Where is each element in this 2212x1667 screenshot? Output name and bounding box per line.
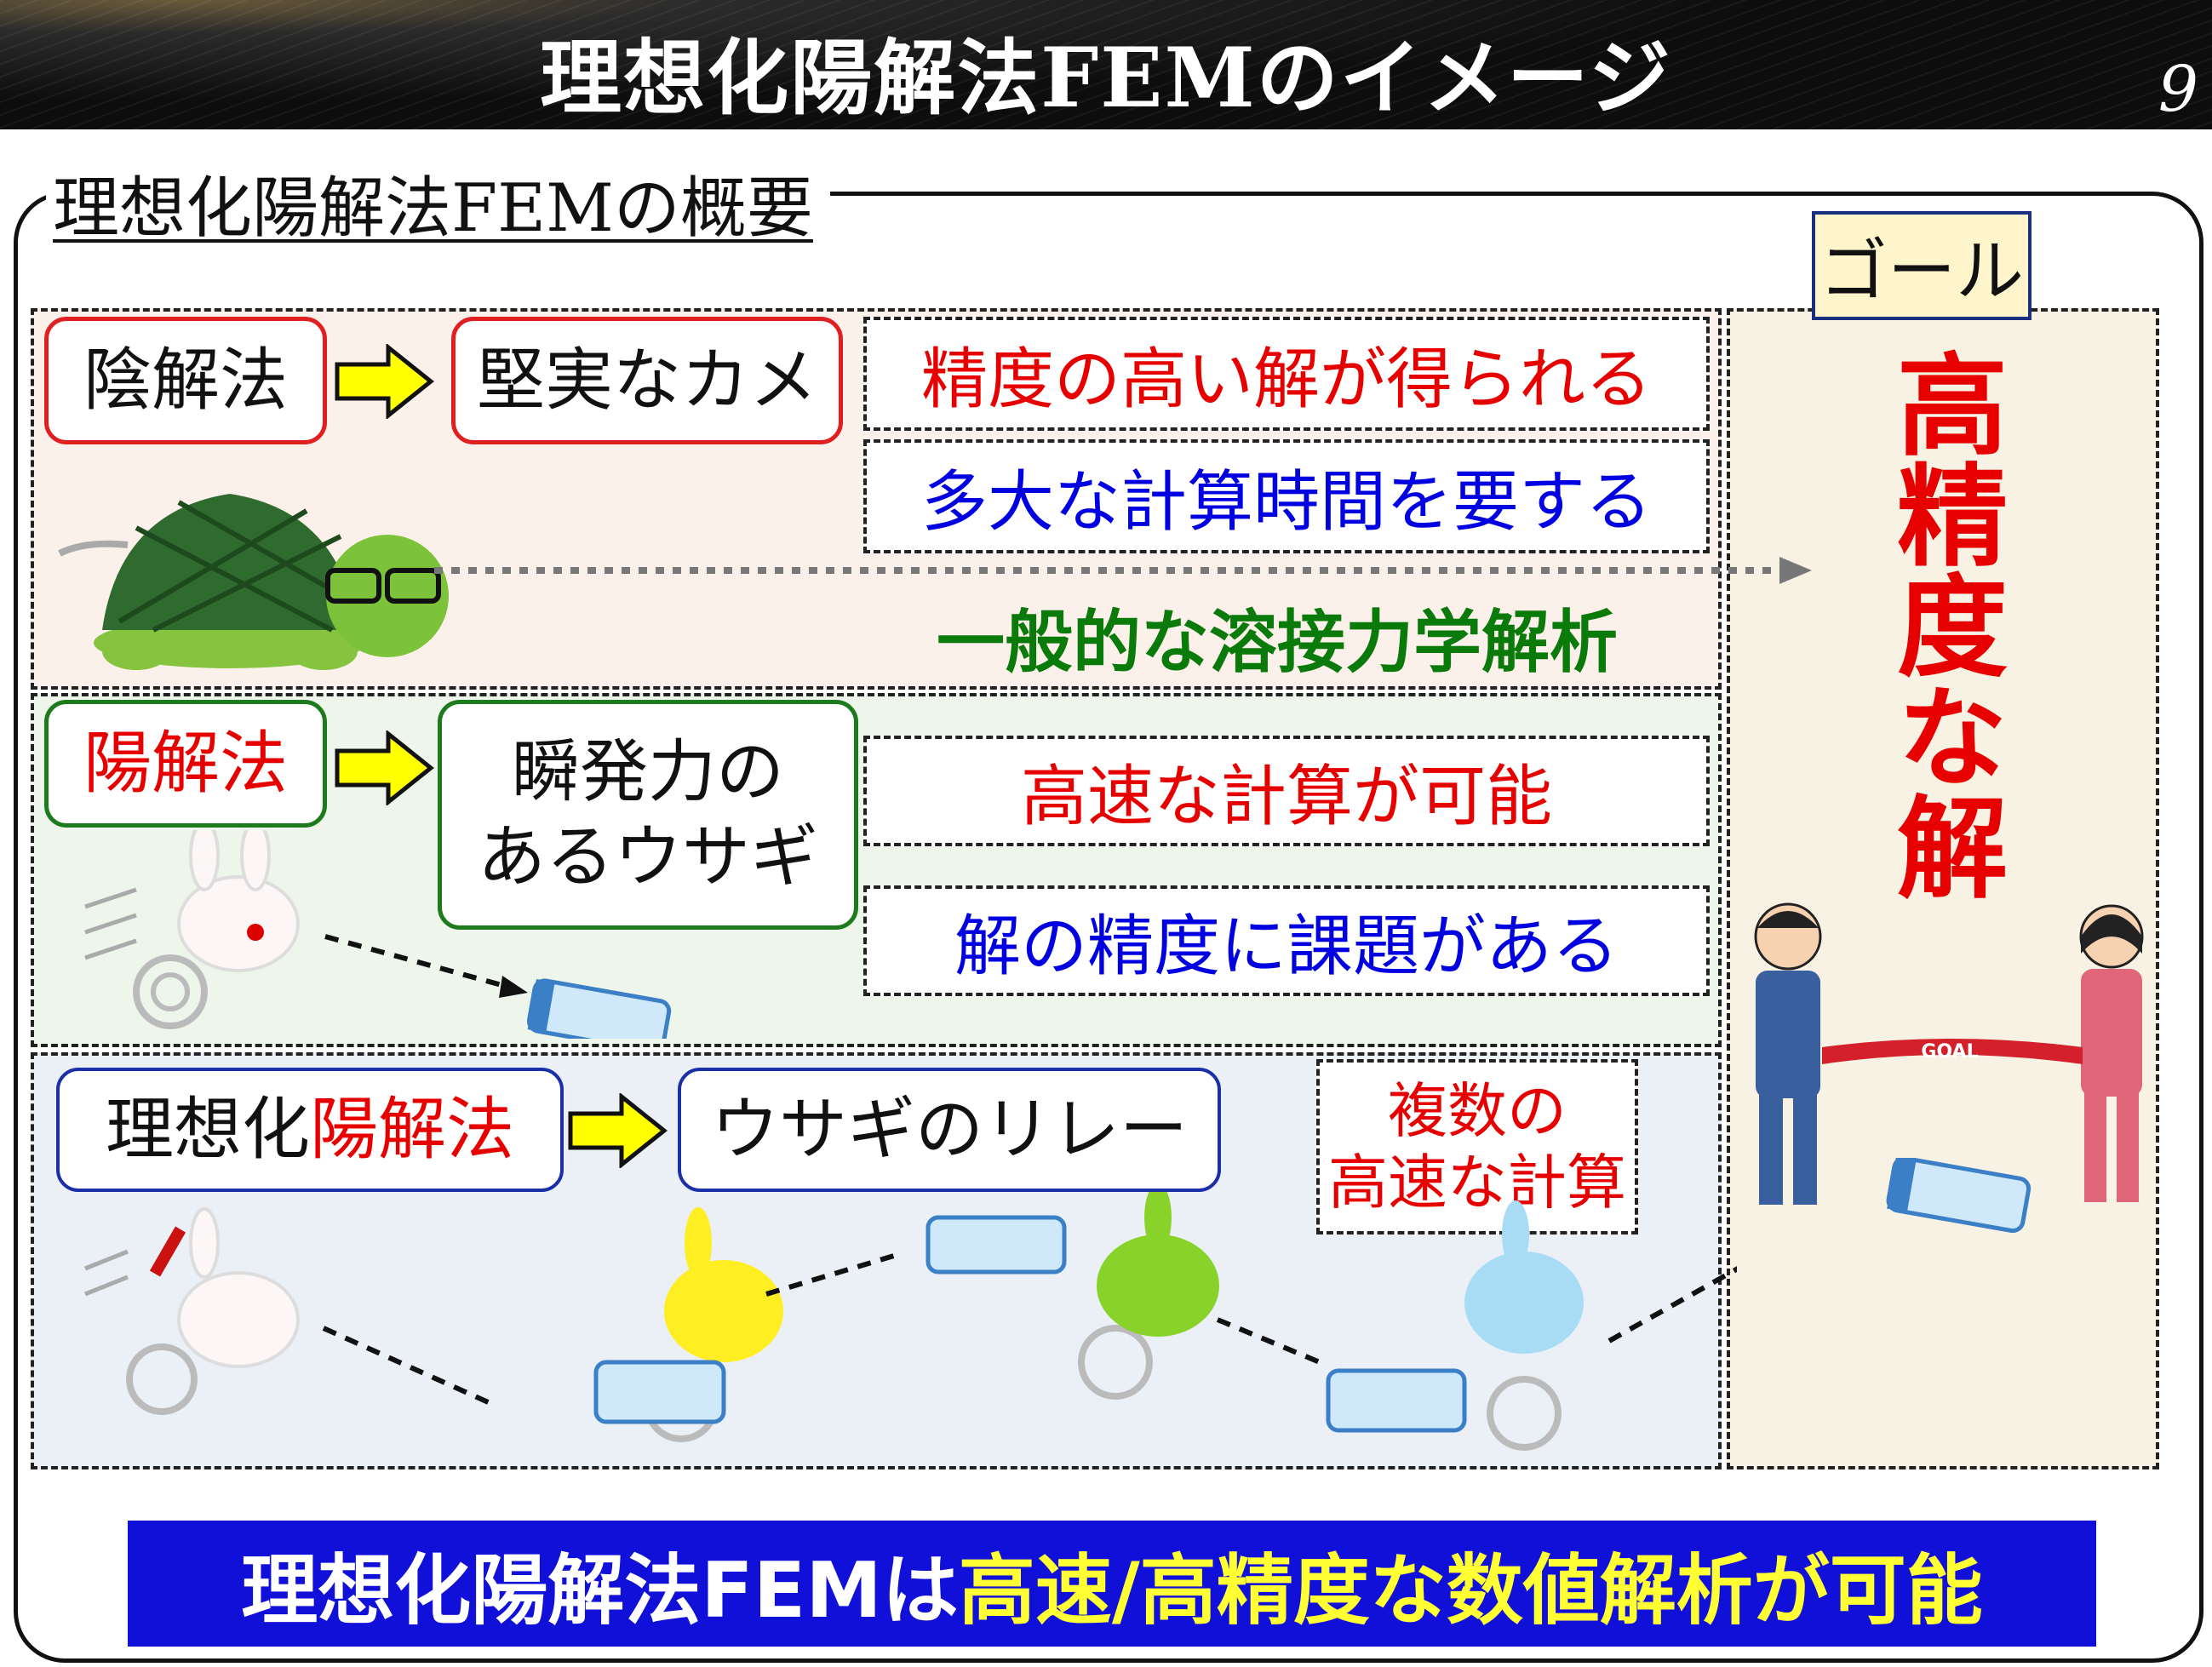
turtle-icon — [58, 494, 449, 670]
arrow-right-icon — [568, 1093, 668, 1168]
arrow-right-icon — [335, 730, 434, 805]
slide-header — [0, 0, 2212, 129]
turtle-metaphor-label: 堅実なカメ — [451, 317, 843, 444]
rabbit-metaphor-line1: 瞬発力の — [512, 732, 784, 811]
section-heading: 理想化陽解法FEMの概要 — [46, 155, 830, 250]
rabbit-icon — [84, 830, 300, 1029]
idealized-method-label: 理想化陽解法 — [56, 1068, 564, 1192]
rabbit-runner-blue — [1326, 1200, 1584, 1451]
idealized-note-box: 複数の 高速な計算 — [1316, 1059, 1638, 1234]
conclusion-highlight: 高速/高精度な数値解析が可能 — [958, 1546, 1983, 1635]
explicit-method-label: 陽解法 — [44, 700, 327, 828]
explicit-merit-box: 高速な計算が可能 — [863, 736, 1710, 846]
rabbit-runner-white — [84, 1207, 300, 1415]
bottle-icon — [1886, 1158, 2031, 1234]
content-frame — [14, 192, 2203, 1663]
implicit-method-label: 陰解法 — [44, 317, 327, 444]
note-line2: 高速な計算 — [1328, 1148, 1626, 1217]
implicit-demerit-box: 多大な計算時間を要する — [863, 439, 1710, 553]
rabbit-to-bottle-arrow — [324, 934, 672, 1039]
idealized-prefix: 理想化 — [106, 1090, 310, 1169]
page-number: 9 — [2158, 53, 2198, 126]
implicit-usage-text: 一般的な溶接力学解析 — [937, 603, 1618, 682]
conclusion-banner: 理想化陽解法FEMは高速/高精度な数値解析が可能 — [128, 1521, 2096, 1647]
goal-panel — [1727, 308, 2159, 1469]
rabbit-runner-yellow — [593, 1207, 783, 1442]
arrow-right-icon — [335, 344, 434, 419]
goal-tape-illustration: GOAL — [1754, 902, 2144, 1205]
woman-holding-tape — [2079, 904, 2144, 1202]
rabbit-metaphor-line2: あるウサギ — [478, 817, 818, 897]
slide-title: 理想化陽解法FEMのイメージ — [540, 30, 1672, 126]
turtle-path-arrow — [434, 557, 1812, 584]
relay-metaphor-label: ウサギのリレー — [678, 1068, 1221, 1192]
rabbit-runner-green — [925, 1192, 1219, 1400]
explicit-demerit-box: 解の精度に課題がある — [863, 885, 1710, 996]
rabbit-relay-illustration — [84, 1192, 1737, 1451]
conclusion-prefix: 理想化陽解法FEMは — [241, 1546, 959, 1635]
idealized-suffix: 陽解法 — [310, 1090, 514, 1169]
goal-tape-text: GOAL — [1921, 1041, 1978, 1063]
man-holding-tape — [1754, 902, 1822, 1205]
goal-label: ゴール — [1812, 211, 2031, 320]
goal-result-text: 高精度な解 — [1878, 347, 2008, 901]
rabbit-metaphor-label: 瞬発力の あるウサギ — [438, 700, 858, 930]
note-line1: 複数の — [1388, 1076, 1567, 1146]
implicit-merit-box: 精度の高い解が得られる — [863, 317, 1710, 431]
